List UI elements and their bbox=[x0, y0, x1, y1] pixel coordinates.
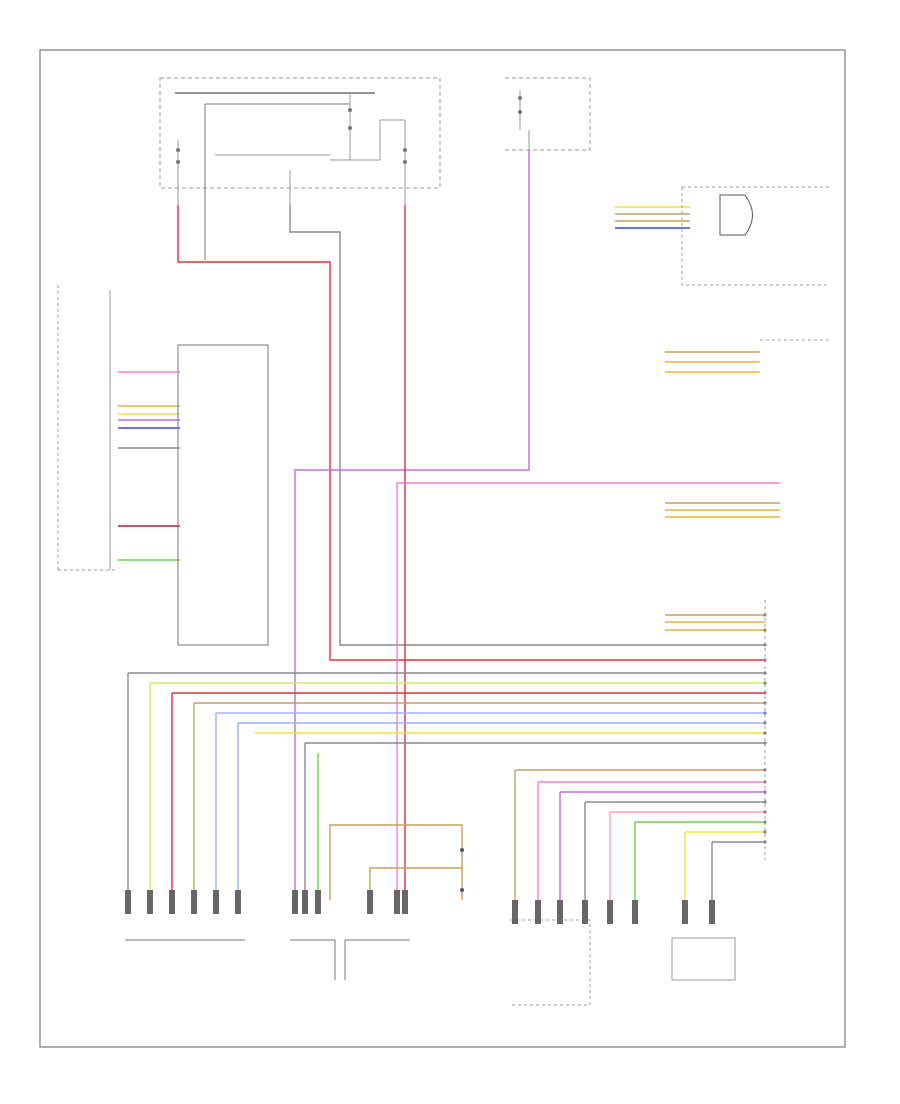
module-outlines bbox=[57, 186, 830, 1006]
bottom-connector-pins bbox=[125, 890, 715, 924]
wire-pink-1 bbox=[396, 482, 780, 900]
component-brackets bbox=[125, 939, 410, 980]
diagram-frame bbox=[39, 49, 846, 1048]
switch-symbols bbox=[176, 96, 522, 164]
wire-violet-1 bbox=[294, 150, 530, 900]
right-connector-column bbox=[763, 613, 767, 844]
wires bbox=[118, 150, 780, 900]
wire-neutral-1 bbox=[289, 205, 765, 646]
fuse-relay-panel bbox=[159, 77, 591, 260]
logic-gate-symbol bbox=[719, 194, 753, 236]
wire-red-supply bbox=[177, 205, 765, 661]
clutch-switch-symbol bbox=[460, 848, 464, 892]
